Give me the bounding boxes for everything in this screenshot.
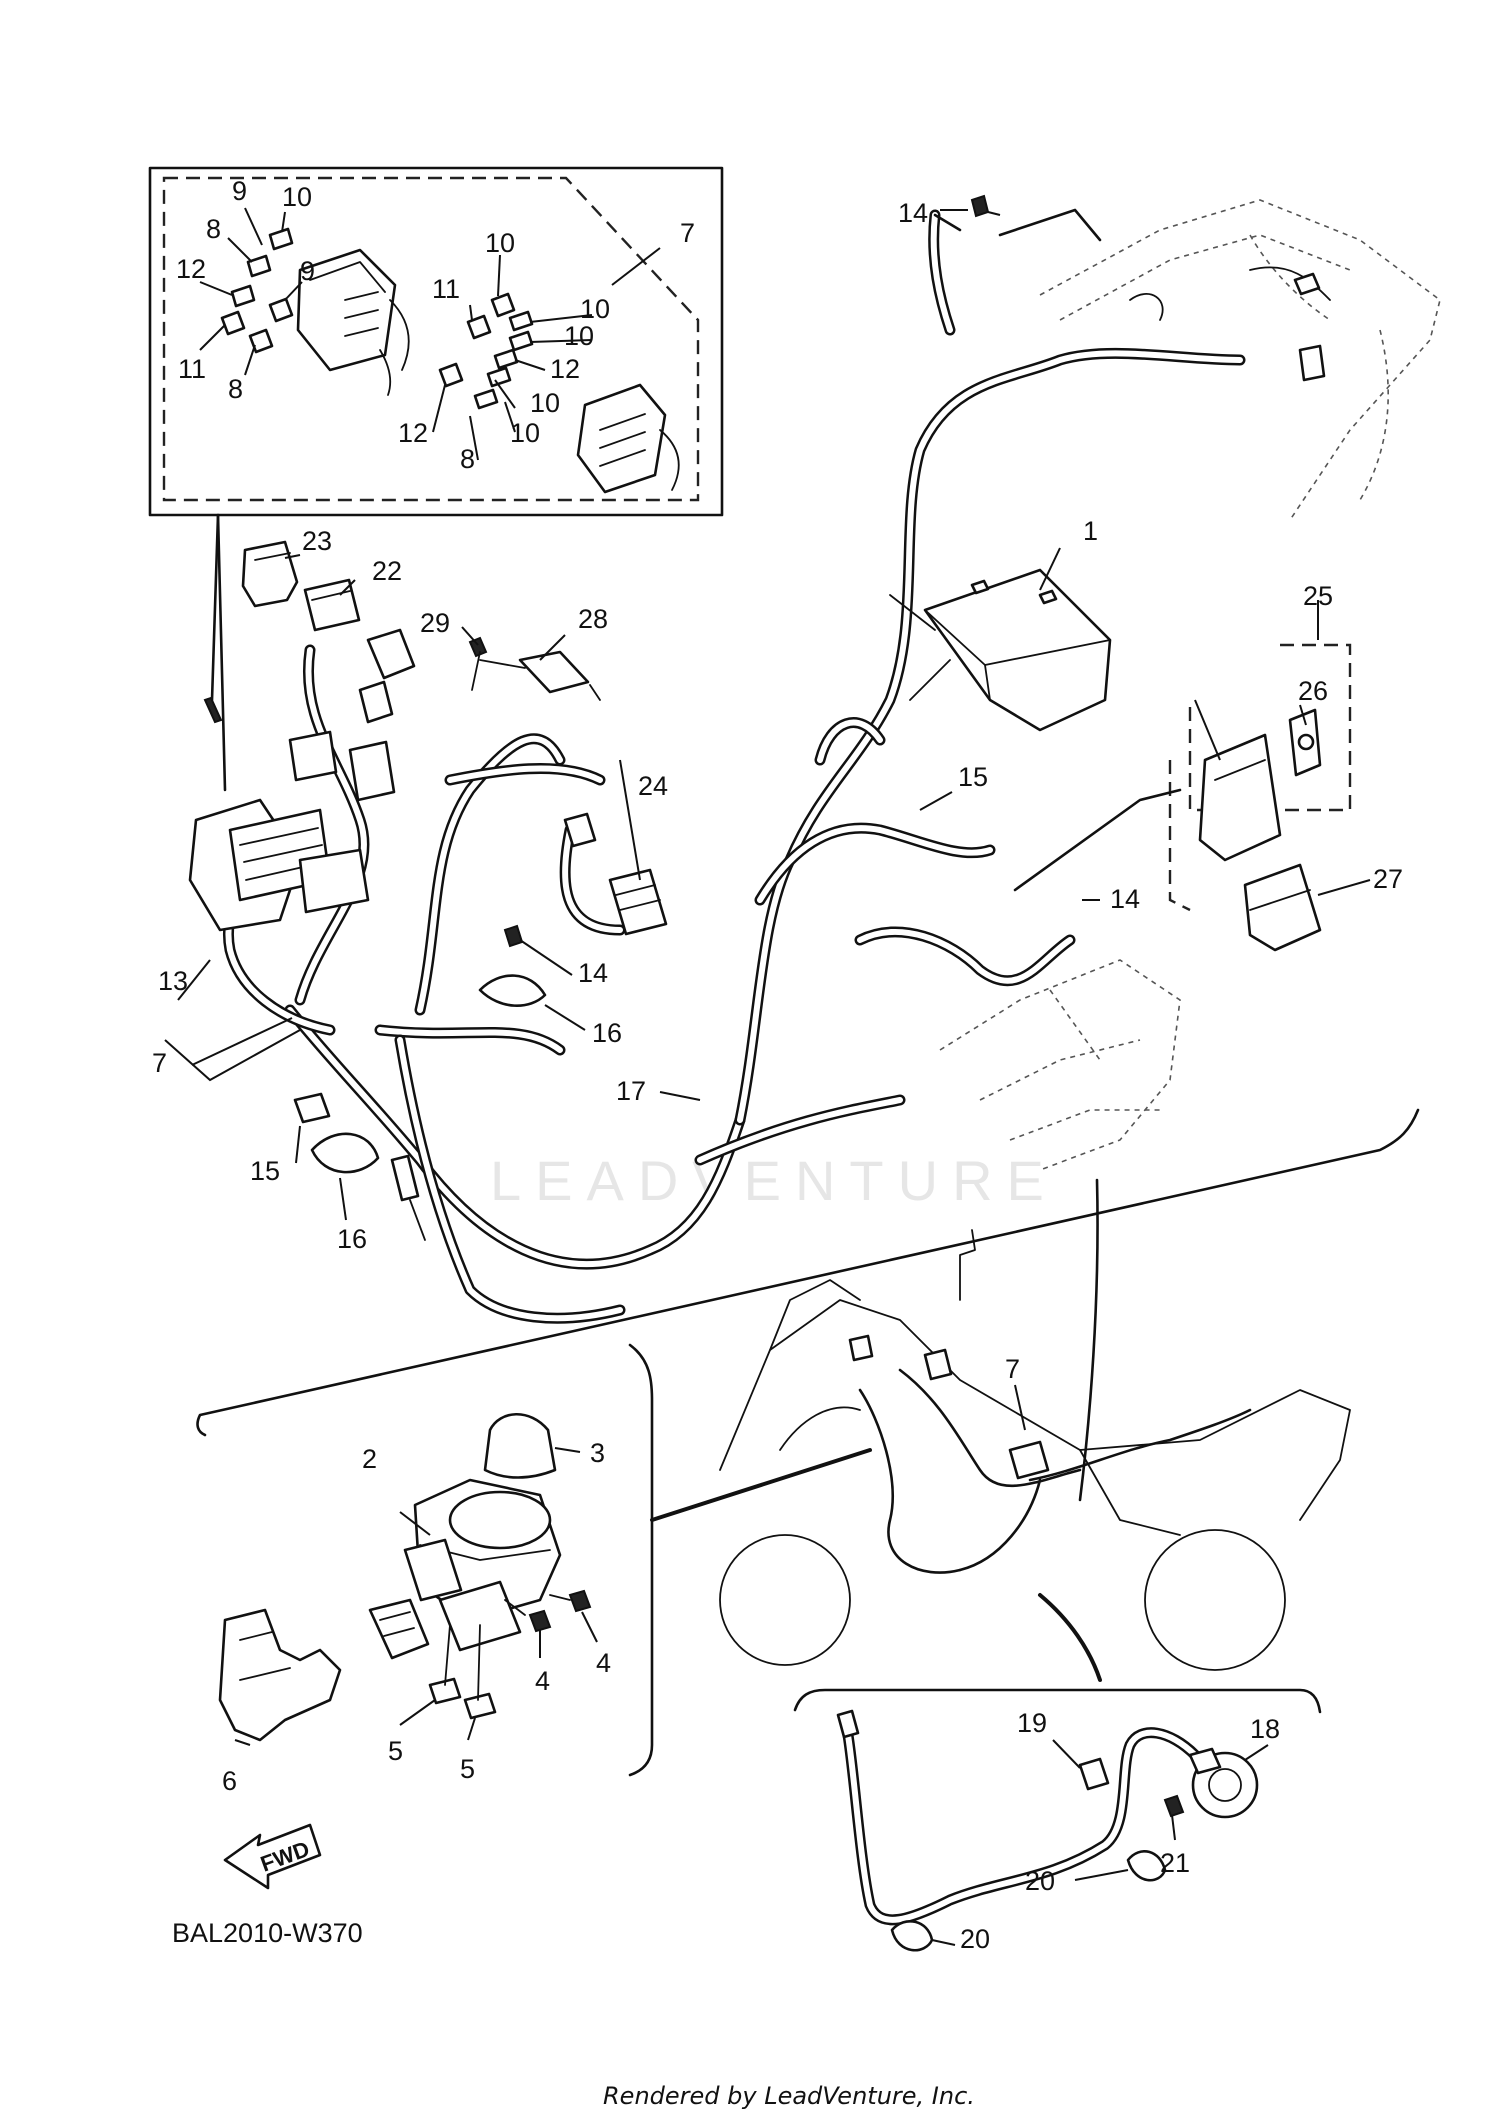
callout-10: 10 xyxy=(282,182,312,212)
callout-21: 21 xyxy=(1160,1848,1190,1878)
callout-15: 15 xyxy=(250,1156,280,1186)
relay-block-left xyxy=(296,248,410,396)
watermark: LEADVENTURE xyxy=(490,1149,1058,1212)
callout-5: 5 xyxy=(388,1736,403,1766)
callout-10: 10 xyxy=(530,388,560,418)
callout-1: 1 xyxy=(1083,516,1098,546)
callout-9: 9 xyxy=(232,176,247,206)
diagram-code: BAL2010-W370 xyxy=(172,1918,363,1948)
callout-26: 26 xyxy=(1298,676,1328,706)
ecu-group xyxy=(1013,600,1371,952)
callout-12: 12 xyxy=(550,354,580,384)
callout-28: 28 xyxy=(578,604,608,634)
callout-14: 14 xyxy=(1110,884,1140,914)
callout-19: 19 xyxy=(1017,1708,1047,1738)
terminals-right xyxy=(438,292,534,410)
callout-14: 14 xyxy=(898,198,928,228)
horn-group xyxy=(793,1688,1322,1952)
callout-6: 6 xyxy=(222,1766,237,1796)
callout-15: 15 xyxy=(958,762,988,792)
callout-16: 16 xyxy=(337,1224,367,1254)
callout-22: 22 xyxy=(372,556,402,586)
callout-8: 8 xyxy=(460,444,475,474)
terminals-left xyxy=(220,227,294,354)
credit-line: Rendered by LeadVenture, Inc. xyxy=(603,2082,975,2110)
callout-4: 4 xyxy=(535,1666,550,1696)
fwd-arrow: FWD xyxy=(223,1823,322,1890)
callout-29: 29 xyxy=(420,608,450,638)
callout-10: 10 xyxy=(580,294,610,324)
callout-13: 13 xyxy=(158,966,188,996)
engine-ghost xyxy=(939,959,1181,1171)
callout-labels: 1 2 3 4 4 5 5 6 7 7 7 8 8 8 9 9 10 10 10… xyxy=(152,176,1403,1954)
callout-10: 10 xyxy=(485,228,515,258)
relay-block-right xyxy=(576,383,680,494)
callout-12: 12 xyxy=(398,418,428,448)
callout-12: 12 xyxy=(176,254,206,284)
connector-detail-inset xyxy=(148,166,724,517)
callout-25: 25 xyxy=(1303,581,1333,611)
callout-4: 4 xyxy=(596,1648,611,1678)
callout-3: 3 xyxy=(590,1438,605,1468)
callout-23: 23 xyxy=(302,526,332,556)
callout-10: 10 xyxy=(510,418,540,448)
callout-20: 20 xyxy=(960,1924,990,1954)
callout-8: 8 xyxy=(228,374,243,404)
callout-5: 5 xyxy=(460,1754,475,1784)
callout-leaders xyxy=(164,209,1100,1221)
callout-17: 17 xyxy=(616,1076,646,1106)
motorcycle-ghost xyxy=(650,1229,1351,1682)
callout-2: 2 xyxy=(362,1444,377,1474)
switch-assembly: FWD xyxy=(218,1343,654,1890)
callout-16: 16 xyxy=(592,1018,622,1048)
callout-14: 14 xyxy=(578,958,608,988)
callout-27: 27 xyxy=(1373,864,1403,894)
callout-7: 7 xyxy=(1005,1354,1020,1384)
callout-7: 7 xyxy=(152,1048,167,1078)
callout-8: 8 xyxy=(206,214,221,244)
callout-20: 20 xyxy=(1025,1866,1055,1896)
callout-11: 11 xyxy=(178,354,206,384)
main-harness xyxy=(188,209,1246,1324)
callout-9: 9 xyxy=(300,256,315,286)
frame-ghost-upper xyxy=(933,194,1441,521)
battery xyxy=(889,547,1112,732)
callout-10: 10 xyxy=(564,321,594,351)
callout-11: 11 xyxy=(432,274,460,304)
callout-7: 7 xyxy=(680,218,695,248)
callout-24: 24 xyxy=(638,771,668,801)
callout-18: 18 xyxy=(1250,1714,1280,1744)
